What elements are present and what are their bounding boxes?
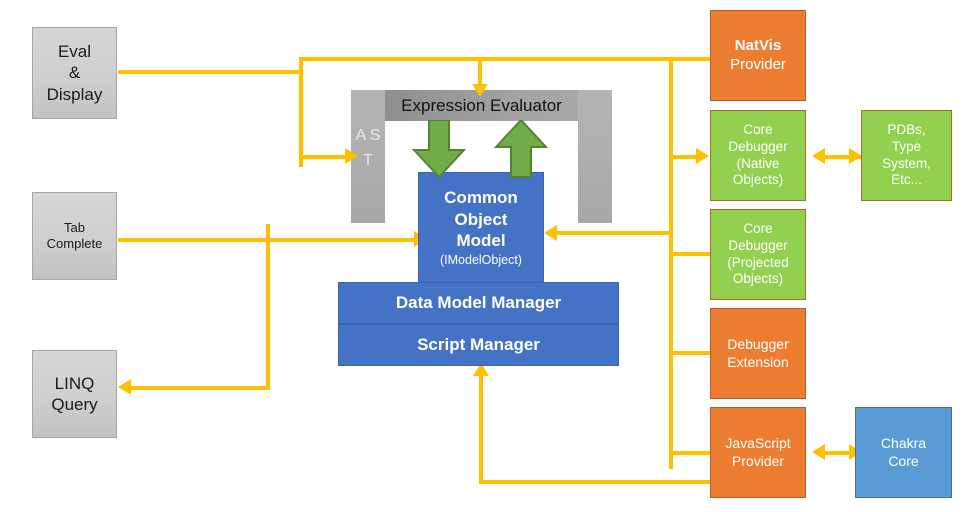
arrow-into-script-manager — [473, 363, 489, 376]
wire-js-bottom-run — [479, 480, 715, 484]
linq-query-label: LINQ Query — [51, 373, 98, 414]
eval-display-label: Eval & Display — [46, 42, 103, 104]
node-eval-display[interactable]: Eval & Display — [32, 27, 117, 119]
wire-natvis-bus-link — [600, 57, 673, 61]
node-tab-complete[interactable]: Tab Complete — [32, 192, 117, 280]
node-linq-query[interactable]: LINQ Query — [32, 350, 117, 438]
wire-tabcomplete-out — [118, 238, 270, 242]
node-expression-evaluator[interactable]: Expression Evaluator — [351, 90, 612, 223]
wire-to-ast — [299, 155, 349, 159]
wire-right-bus — [669, 57, 673, 469]
node-core-debugger-native[interactable]: Core Debugger (Native Objects) — [710, 110, 806, 201]
arrow-into-ast — [345, 148, 358, 164]
block-arrow-up-com-to-ee — [494, 120, 548, 178]
arrow-into-core-debugger-native — [696, 148, 709, 164]
arrow-into-linq-query — [118, 379, 131, 395]
arrow-core-native-pdbs-left — [812, 148, 825, 164]
wire-core-projected-out — [669, 252, 713, 256]
ast-label: A S T — [355, 127, 381, 169]
block-arrow-down-ee-to-com — [412, 120, 466, 178]
node-data-model-manager[interactable]: Data Model Manager — [338, 282, 619, 324]
wire-bus-eval-vertical — [299, 57, 303, 167]
wire-javascript-provider-to-bus — [669, 451, 713, 455]
wire-com-to-linq-vertical — [266, 238, 270, 390]
tab-complete-label: Tab Complete — [46, 219, 103, 251]
wire-eval-to-bus — [118, 70, 303, 74]
node-common-object-model[interactable]: Common Object Model (IModelObject) — [418, 172, 544, 284]
arrow-into-common-object-model-right — [544, 225, 557, 241]
core-debugger-projected-label: Core Debugger (Projected Objects) — [727, 220, 789, 287]
arrow-into-expression-evaluator — [472, 84, 488, 97]
wire-core-projected-riser — [669, 231, 673, 256]
wire-core-projected-to-com — [600, 231, 673, 235]
node-debugger-extension[interactable]: Debugger Extension — [710, 308, 806, 399]
common-object-model-subtitle: (IModelObject) — [440, 253, 522, 268]
expression-evaluator-right-column — [578, 90, 612, 223]
node-core-debugger-projected[interactable]: Core Debugger (Projected Objects) — [710, 209, 806, 300]
arrow-core-native-pdbs-right — [849, 148, 862, 164]
natvis-provider-label: Provider — [730, 55, 786, 73]
pdbs-type-system-label: PDBs, Type System, Etc... — [882, 121, 931, 188]
node-javascript-provider[interactable]: JavaScript Provider — [710, 407, 806, 498]
core-debugger-native-label: Core Debugger (Native Objects) — [728, 121, 788, 188]
natvis-provider-bold-label: NatVis — [734, 36, 782, 54]
wire-js-to-script-manager-riser — [479, 375, 483, 484]
node-natvis-provider[interactable]: NatVis Provider — [710, 10, 806, 101]
wire-core-native-to-pdbs — [822, 155, 862, 159]
node-chakra-core[interactable]: Chakra Core — [855, 407, 952, 498]
arrow-js-chakra-left — [812, 444, 825, 460]
debugger-extension-label: Debugger Extension — [727, 336, 789, 370]
node-script-manager[interactable]: Script Manager — [338, 324, 619, 366]
wire-bus-down-to-ee — [478, 57, 482, 86]
expression-evaluator-label: Expression Evaluator — [401, 95, 562, 115]
wire-tabcomplete-to-com — [266, 238, 418, 242]
wire-debugger-extension-to-bus — [669, 351, 713, 355]
wire-bus-to-natvis — [655, 57, 711, 61]
wire-com-right-inlet — [556, 231, 604, 235]
script-manager-label: Script Manager — [417, 335, 540, 355]
node-pdbs-type-system[interactable]: PDBs, Type System, Etc... — [861, 110, 952, 201]
data-model-manager-label: Data Model Manager — [395, 293, 562, 313]
wire-tabcomplete-riser — [266, 224, 270, 242]
wire-com-to-linq-horizontal — [131, 386, 270, 390]
common-object-model-title: Common Object Model — [444, 188, 518, 250]
javascript-provider-label: JavaScript Provider — [725, 435, 791, 469]
wire-js-to-chakra — [822, 451, 862, 455]
wire-bus-to-core-native — [669, 155, 699, 159]
wire-top-bus — [299, 57, 674, 61]
chakra-core-label: Chakra Core — [880, 435, 927, 469]
